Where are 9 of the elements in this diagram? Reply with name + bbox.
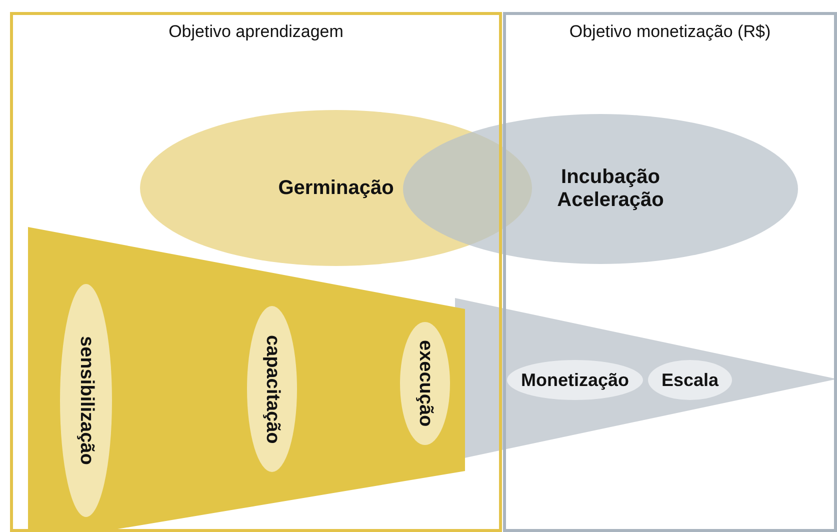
- stage-label: Monetização: [520, 370, 630, 390]
- panel-heading: Objetivo aprendizagem: [168, 22, 344, 42]
- stage-label: sensibilização: [75, 336, 97, 465]
- stage-label: Incubação Aceleração: [556, 166, 665, 212]
- stage-label: Escala: [661, 370, 719, 390]
- stage-label: Germinação: [278, 176, 394, 200]
- stage-label: capacitação: [261, 334, 283, 444]
- panel-heading: Objetivo monetização (R$): [568, 22, 772, 42]
- stage-label: execução: [414, 340, 436, 427]
